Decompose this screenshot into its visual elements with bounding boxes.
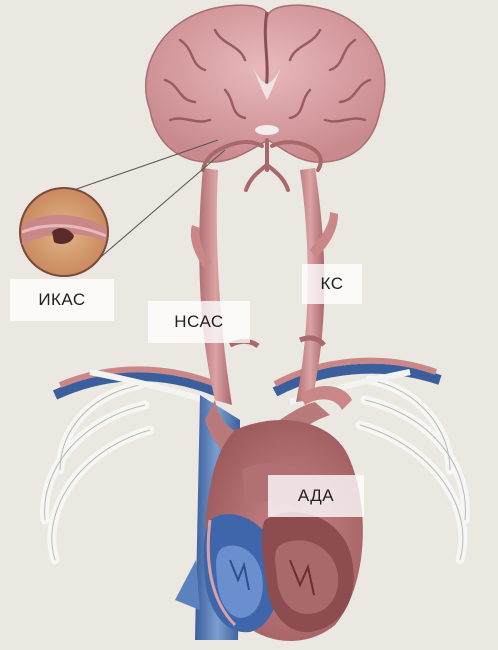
- zoom-lines: [67, 139, 226, 263]
- heart: [203, 420, 363, 642]
- label-ks: КС: [302, 264, 362, 304]
- label-nsas: НСАС: [148, 301, 250, 343]
- label-ada: АДА: [268, 475, 364, 517]
- plaque-zoom-circle: [19, 187, 109, 277]
- carotid-arteries: [190, 168, 338, 405]
- subclavian-vessels: [52, 357, 442, 405]
- ribs-left: [40, 380, 155, 565]
- brain: [145, 4, 386, 192]
- label-ikas: ИКАС: [10, 279, 114, 321]
